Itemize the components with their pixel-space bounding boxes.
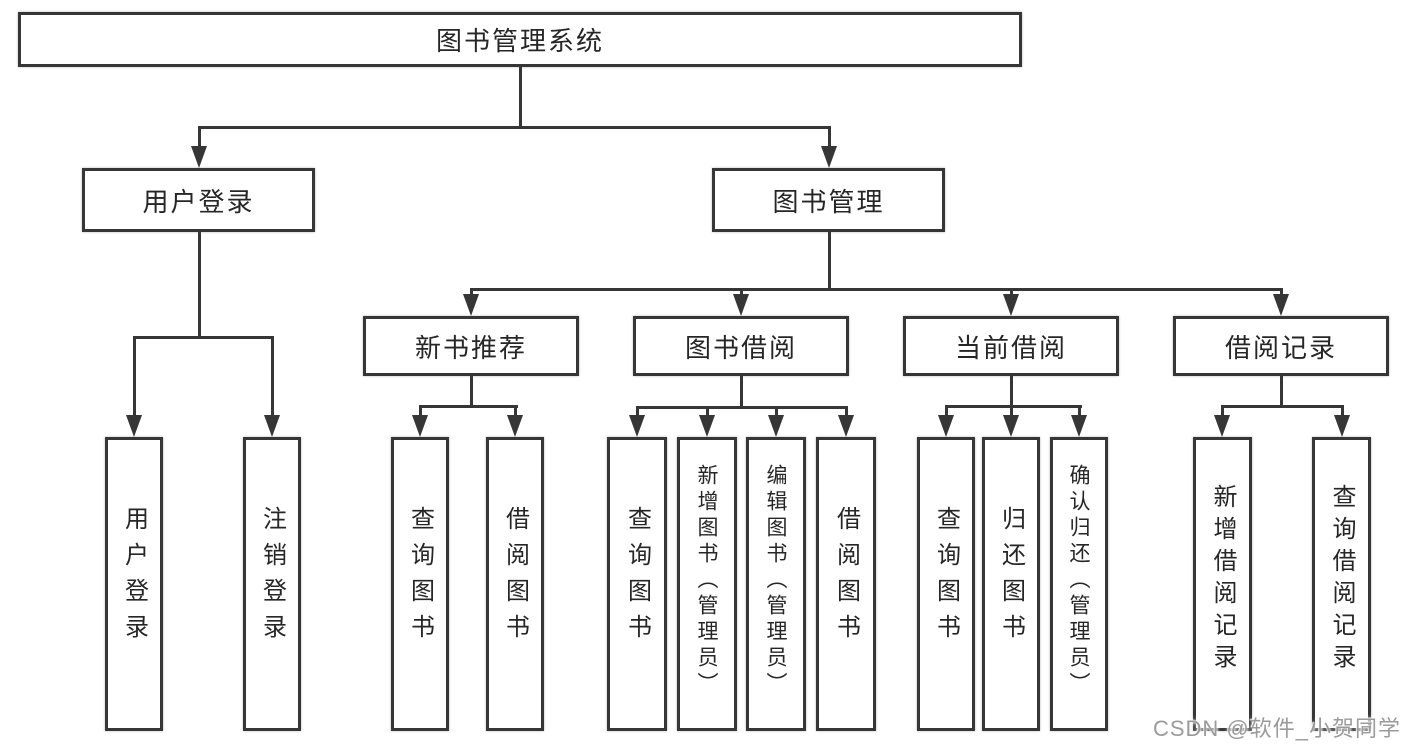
node-add-books-admin-label: 新增图书（管理员） xyxy=(695,464,719,698)
node-query-borrow-record-label: 查询借阅记录 xyxy=(1328,484,1354,676)
node-query-books-2-label: 查询图书 xyxy=(623,506,650,650)
node-confirm-return-admin: 确认归还（管理员） xyxy=(1050,437,1108,731)
arrow-query-record xyxy=(1334,415,1350,437)
edge-current-borrow-down xyxy=(1010,376,1013,408)
edge-to-user-login xyxy=(198,126,201,150)
arrow-book-borrow xyxy=(733,294,749,316)
node-return-books-label: 归还图书 xyxy=(997,506,1024,650)
arrow-return-books xyxy=(1003,415,1019,437)
edge-to-query-books-3 xyxy=(945,405,948,418)
arrow-book-management xyxy=(821,146,837,168)
edge-book-management-down xyxy=(828,232,831,291)
node-query-books-3-label: 查询图书 xyxy=(932,506,959,650)
node-edit-books-admin-label: 编辑图书（管理员） xyxy=(764,464,788,698)
node-root-label: 图书管理系统 xyxy=(435,27,604,56)
arrow-query-books-3 xyxy=(938,415,954,437)
edge-to-add-record xyxy=(1221,405,1224,418)
arrow-borrow-books-2 xyxy=(838,415,854,437)
node-return-books: 归还图书 xyxy=(982,437,1040,731)
edge-to-edit-books xyxy=(775,406,778,418)
arrow-edit-books xyxy=(768,415,784,437)
node-login: 用户登录 xyxy=(105,437,163,731)
node-edit-books-admin: 编辑图书（管理员） xyxy=(746,437,806,731)
edge-to-confirm-return xyxy=(1078,405,1081,418)
node-query-books-2: 查询图书 xyxy=(607,437,667,731)
watermark: CSDN @软件_小贺同学 xyxy=(1152,716,1401,741)
node-borrow-books-2: 借阅图书 xyxy=(816,437,876,731)
node-query-books-1: 查询图书 xyxy=(391,437,449,731)
node-query-borrow-record: 查询借阅记录 xyxy=(1312,437,1371,731)
edge-user-login-down xyxy=(198,232,201,339)
node-borrow-books-1: 借阅图书 xyxy=(486,437,544,731)
node-login-label: 用户登录 xyxy=(120,506,147,650)
node-borrow-books-1-label: 借阅图书 xyxy=(501,506,528,650)
edge-to-return-books xyxy=(1010,405,1013,418)
arrow-confirm-return xyxy=(1071,415,1087,437)
arrow-borrow-records xyxy=(1273,294,1289,316)
node-borrow-records: 借阅记录 xyxy=(1173,316,1389,376)
arrow-current-borrow xyxy=(1003,294,1019,316)
edge-to-logout xyxy=(271,336,274,417)
arrow-query-books-1 xyxy=(412,415,428,437)
node-user-login: 用户登录 xyxy=(82,168,315,232)
arrow-login xyxy=(126,415,142,437)
edge-to-query-record xyxy=(1341,405,1344,418)
node-borrow-records-label: 借阅记录 xyxy=(1224,333,1337,363)
edge-to-login xyxy=(133,336,136,417)
arrow-logout xyxy=(264,415,280,437)
edge-book-borrow-bus xyxy=(636,406,848,409)
edge-to-borrow-books-1 xyxy=(514,405,517,418)
node-root: 图书管理系统 xyxy=(18,12,1022,67)
edge-user-login-bus xyxy=(133,336,274,339)
edge-to-book-borrow xyxy=(740,288,743,298)
node-new-book-recommend-label: 新书推荐 xyxy=(414,333,527,363)
node-query-books-3: 查询图书 xyxy=(917,437,975,731)
edge-to-new-book xyxy=(470,288,473,298)
arrow-borrow-books-1 xyxy=(507,415,523,437)
node-user-login-label: 用户登录 xyxy=(142,187,255,217)
node-logout: 注销登录 xyxy=(243,437,301,731)
edge-new-book-down xyxy=(470,376,473,408)
arrow-add-books xyxy=(699,415,715,437)
arrow-new-book xyxy=(463,294,479,316)
edge-borrow-records-down xyxy=(1280,376,1283,408)
edge-new-book-bus xyxy=(419,405,518,408)
edge-to-borrow-records xyxy=(1280,288,1283,298)
edge-level3-bus xyxy=(470,288,1283,291)
edge-book-borrow-down xyxy=(740,376,743,409)
node-book-management: 图书管理 xyxy=(712,168,945,232)
edge-root-down xyxy=(519,67,522,128)
node-add-books-admin: 新增图书（管理员） xyxy=(677,437,737,731)
arrow-add-record xyxy=(1214,415,1230,437)
node-book-borrow-label: 图书借阅 xyxy=(684,333,797,363)
arrow-query-books-2 xyxy=(629,415,645,437)
edge-current-borrow-bus xyxy=(945,405,1082,408)
node-add-borrow-record-label: 新增借阅记录 xyxy=(1209,484,1235,676)
edge-to-book-management xyxy=(828,126,831,150)
node-book-management-label: 图书管理 xyxy=(772,187,885,217)
node-logout-label: 注销登录 xyxy=(258,506,285,650)
node-current-borrow-label: 当前借阅 xyxy=(954,333,1067,363)
node-add-borrow-record: 新增借阅记录 xyxy=(1193,437,1252,731)
edge-to-query-books-1 xyxy=(419,405,422,418)
edge-to-add-books xyxy=(706,406,709,418)
node-borrow-books-2-label: 借阅图书 xyxy=(832,506,859,650)
arrow-user-login xyxy=(191,146,207,168)
edge-to-current-borrow xyxy=(1010,288,1013,298)
node-book-borrow: 图书借阅 xyxy=(633,316,849,376)
edge-to-query-books-2 xyxy=(636,406,639,418)
edge-level2-bus xyxy=(198,126,831,129)
node-current-borrow: 当前借阅 xyxy=(903,316,1119,376)
edge-to-borrow-books-2 xyxy=(845,406,848,418)
node-confirm-return-admin-label: 确认归还（管理员） xyxy=(1067,464,1091,698)
node-query-books-1-label: 查询图书 xyxy=(406,506,433,650)
edge-borrow-records-bus xyxy=(1221,405,1344,408)
node-new-book-recommend: 新书推荐 xyxy=(363,316,579,376)
